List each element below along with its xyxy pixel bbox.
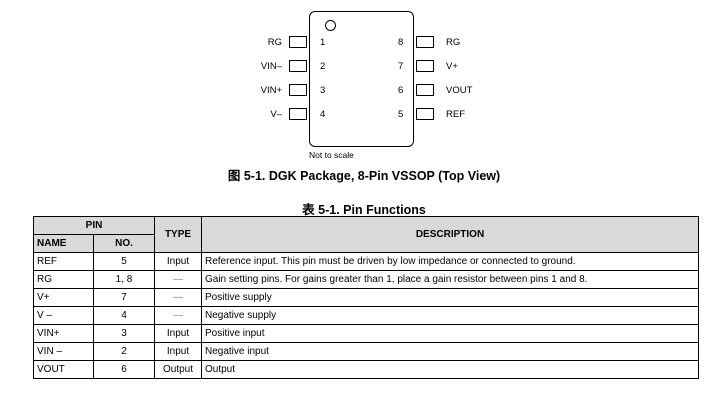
- table-subheader-row: NAME NO.: [33, 234, 699, 253]
- cell-description: Gain setting pins. For gains greater tha…: [201, 270, 699, 289]
- pin-functions-table: PIN TYPE DESCRIPTION NAME NO. REF 5 Inpu…: [33, 216, 699, 379]
- pin-number-5: 5: [398, 109, 404, 120]
- header-description: DESCRIPTION: [201, 216, 699, 253]
- pin-label-left-1: RG: [267, 37, 282, 48]
- cell-type: —: [154, 306, 202, 325]
- cell-name: REF: [33, 252, 94, 271]
- pin-pad-2: [289, 60, 307, 72]
- pin-pad-8: [416, 36, 434, 48]
- cell-description: Positive input: [201, 324, 699, 343]
- cell-description: Negative supply: [201, 306, 699, 325]
- header-name: NAME: [33, 234, 94, 253]
- figure-caption-prefix: 图: [227, 168, 241, 183]
- package-outline: [309, 11, 414, 147]
- pin-pad-5: [416, 108, 434, 120]
- figure-caption-text: 5-1. DGK Package, 8-Pin VSSOP (Top View): [243, 169, 501, 183]
- pin-number-6: 6: [398, 85, 404, 96]
- pin-label-right-6: VOUT: [446, 85, 473, 96]
- cell-name: RG: [33, 270, 94, 289]
- cell-name: V+: [33, 288, 94, 307]
- pin-pad-6: [416, 84, 434, 96]
- table-row: RG 1, 8 — Gain setting pins. For gains g…: [33, 270, 699, 289]
- cell-type: Input: [154, 324, 202, 343]
- cell-no: 7: [93, 288, 155, 307]
- cell-name: VIN –: [33, 342, 94, 361]
- cell-type: Output: [154, 360, 202, 379]
- cell-name: VOUT: [33, 360, 94, 379]
- pin-label-right-5: REF: [446, 109, 465, 120]
- table-header-row: PIN TYPE DESCRIPTION: [33, 216, 699, 253]
- pin-label-left-2: VIN–: [260, 61, 282, 72]
- pin-pad-3: [289, 84, 307, 96]
- pin-pad-1: [289, 36, 307, 48]
- cell-no: 6: [93, 360, 155, 379]
- pin-label-right-7: V+: [446, 61, 458, 72]
- cell-type: —: [154, 270, 202, 289]
- header-pin: PIN: [33, 216, 155, 235]
- pin1-indicator-icon: [325, 20, 336, 31]
- cell-name: V –: [33, 306, 94, 325]
- pin-number-2: 2: [320, 61, 326, 72]
- pin-number-3: 3: [320, 85, 326, 96]
- cell-no: 5: [93, 252, 155, 271]
- pin-pad-4: [289, 108, 307, 120]
- cell-type: Input: [154, 252, 202, 271]
- table-caption: 表 5-1. Pin Functions: [0, 199, 728, 218]
- cell-description: Reference input. This pin must be driven…: [201, 252, 699, 271]
- cell-description: Output: [201, 360, 699, 379]
- table-caption-text: 5-1. Pin Functions: [318, 203, 426, 217]
- pin-label-left-3: VIN+: [260, 85, 282, 96]
- table-row: VIN – 2 Input Negative input: [33, 342, 699, 361]
- table-row: REF 5 Input Reference input. This pin mu…: [33, 252, 699, 271]
- scale-note: Not to scale: [309, 150, 354, 160]
- pin-pad-7: [416, 60, 434, 72]
- pin-label-right-8: RG: [446, 37, 461, 48]
- pin-number-4: 4: [320, 109, 326, 120]
- cell-description: Positive supply: [201, 288, 699, 307]
- table-caption-prefix: 表: [302, 202, 315, 217]
- pin-number-8: 8: [398, 37, 404, 48]
- cell-type: Input: [154, 342, 202, 361]
- cell-no: 3: [93, 324, 155, 343]
- header-no: NO.: [93, 234, 155, 253]
- cell-name: VIN+: [33, 324, 94, 343]
- cell-no: 2: [93, 342, 155, 361]
- cell-no: 1, 8: [93, 270, 155, 289]
- cell-no: 4: [93, 306, 155, 325]
- table-row: VOUT 6 Output Output: [33, 360, 699, 379]
- figure-caption: 图 5-1. DGK Package, 8-Pin VSSOP (Top Vie…: [0, 165, 728, 184]
- cell-type: —: [154, 288, 202, 307]
- header-type: TYPE: [154, 216, 202, 253]
- table-row: V+ 7 — Positive supply: [33, 288, 699, 307]
- pin-label-left-4: V–: [270, 109, 282, 120]
- table-row: V – 4 — Negative supply: [33, 306, 699, 325]
- pin-number-1: 1: [320, 37, 326, 48]
- cell-description: Negative input: [201, 342, 699, 361]
- pin-number-7: 7: [398, 61, 404, 72]
- table-row: VIN+ 3 Input Positive input: [33, 324, 699, 343]
